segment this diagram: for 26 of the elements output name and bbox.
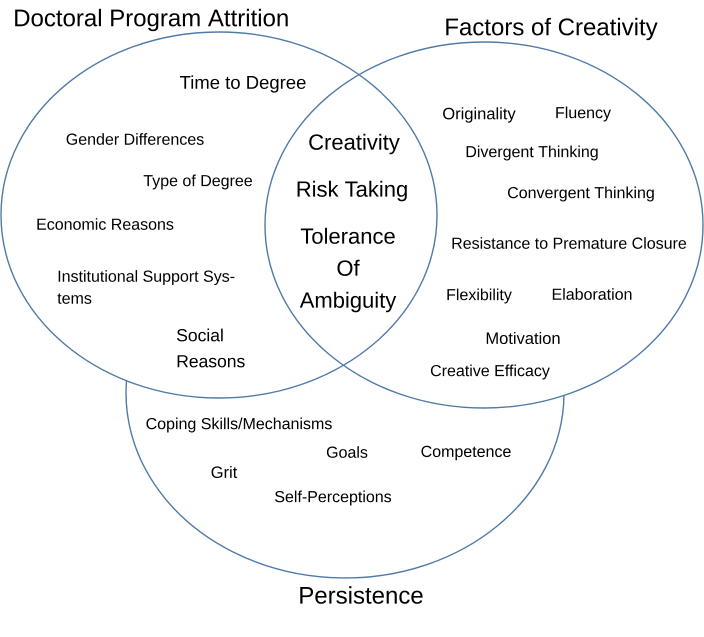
term: Gender Differences [66,133,204,145]
term: Creative Efficacy [430,364,550,380]
term: Resistance to Premature Closure [452,237,686,249]
term: Divergent Thinking [466,146,598,160]
term: Competence [421,446,511,460]
term: Institutional Support Sys- tems [57,270,234,304]
term: Elaboration [552,288,632,300]
term: Motivation [486,332,560,344]
term: Goals [326,446,368,458]
term: Creativity [309,134,400,154]
set-label: Persistence [300,586,423,604]
set-label: Factors of Creativity [446,18,658,40]
term: Coping Skills/Mechanisms [146,418,332,432]
term: Grit [212,466,238,478]
term: Risk Taking [298,180,407,202]
term: Fluency [556,106,611,122]
term: Originality [443,107,516,123]
term: Self-Perceptions [275,490,392,506]
term: Time to Degree [180,75,306,93]
term: Flexibility [447,288,512,304]
term: Convergent Thinking [508,186,654,202]
term: Tolerance Of Ambiguity [300,228,396,312]
term: Economic Reasons [37,218,174,230]
term: Type of Degree [144,174,252,190]
set-label: Doctoral Program Attrition [15,8,288,32]
term: Social Reasons [177,328,245,368]
